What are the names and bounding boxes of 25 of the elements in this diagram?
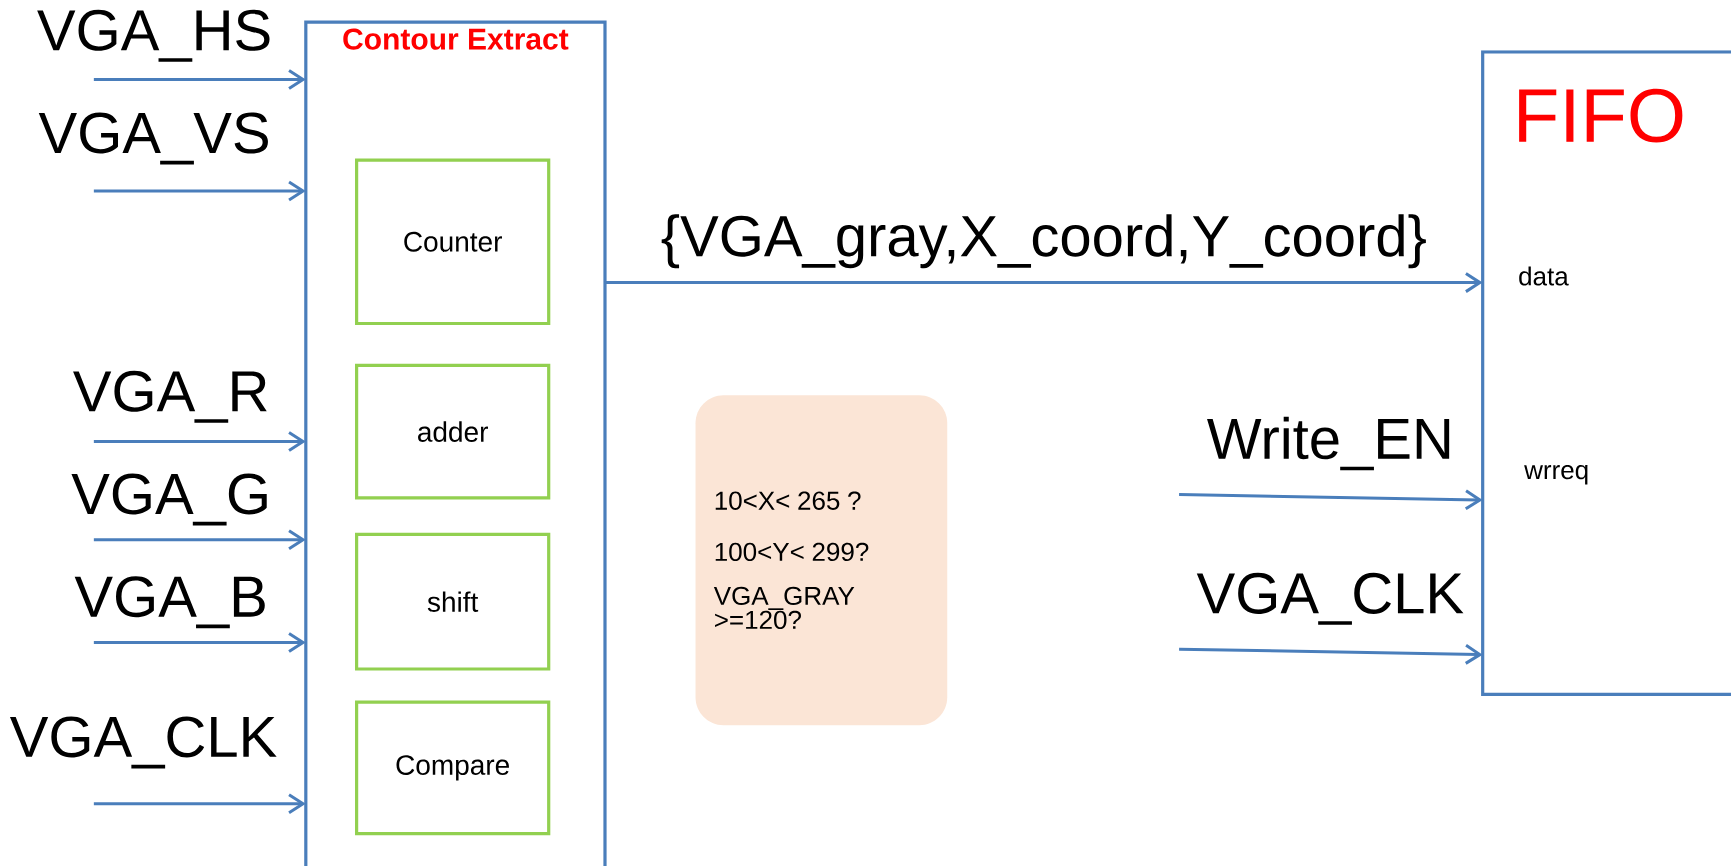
- arrow: [93, 431, 306, 452]
- module-box: adder: [355, 363, 551, 500]
- signal-name: VGA_CLK: [1196, 572, 1464, 625]
- arrow: [1179, 489, 1483, 511]
- arrow: [93, 529, 306, 551]
- signal-name: VGA_VS: [38, 112, 268, 165]
- module-box: Counter: [355, 158, 551, 326]
- condition-box: 10<X< 265 ? 100<Y< 299? VGA_GRAY >=120?: [695, 395, 948, 726]
- arrow: [1179, 644, 1483, 665]
- signal-name: VGA_HS: [37, 9, 270, 62]
- signal-name: wrreq: [1524, 465, 1588, 485]
- signal-name: Write_EN: [1207, 416, 1450, 471]
- arrow: [93, 69, 306, 90]
- signal-name: VGA_R: [73, 370, 267, 423]
- arrow: [93, 793, 306, 814]
- signal-name: VGA_CLK: [10, 716, 277, 769]
- arrow: [605, 272, 1483, 293]
- arrow: [93, 180, 306, 202]
- bus-label: {VGA_gray,X_coord,Y_coord}: [661, 214, 1426, 269]
- signal-name: VGA_G: [71, 473, 267, 526]
- module-box: Compare: [355, 700, 551, 836]
- signal-name: data: [1519, 266, 1569, 286]
- arrow: [93, 632, 306, 653]
- signal-name: VGA_B: [74, 576, 265, 629]
- module-box: shift: [355, 532, 551, 671]
